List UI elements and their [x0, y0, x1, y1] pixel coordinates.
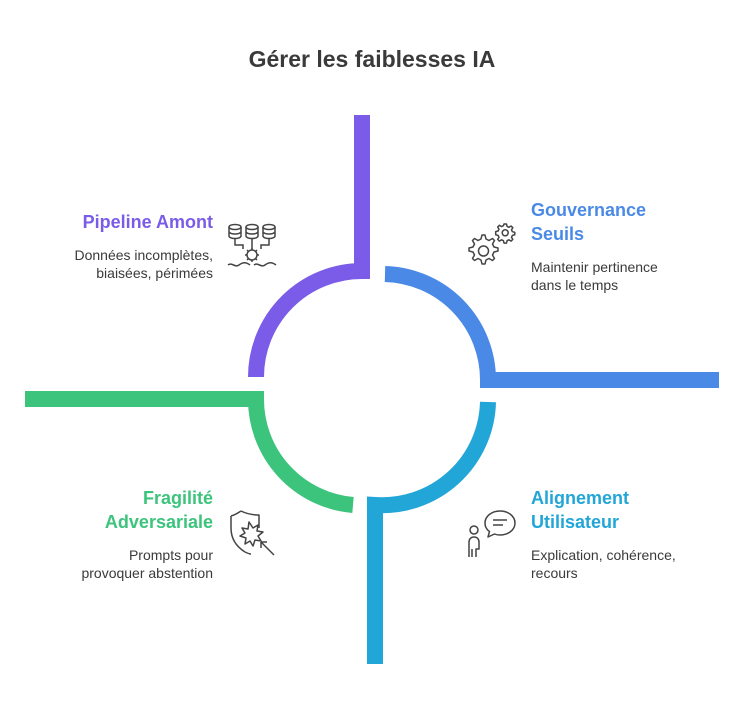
gears-icon — [468, 223, 516, 265]
database-network-icon — [227, 223, 277, 267]
desc-line: dans le temps — [531, 277, 619, 293]
quadrant-title-fragilite-adversariale: Fragilité Adversariale — [105, 486, 213, 534]
quadrant-title-pipeline-amont: Pipeline Amont — [83, 210, 213, 234]
desc-line: provoquer abstention — [81, 565, 213, 581]
quadrant-title-alignement-utilisateur: Alignement Utilisateur — [531, 486, 629, 534]
person-speech-icon — [468, 510, 516, 557]
shield-break-icon — [230, 510, 275, 556]
quadrant-desc-alignement-utilisateur: Explication, cohérence, recours — [531, 546, 676, 582]
title-line: Fragilité — [142, 488, 213, 508]
quadrant-desc-gouvernance-seuils: Maintenir pertinence dans le temps — [531, 258, 658, 294]
segment-pipeline-amont — [248, 115, 370, 378]
quadrant-desc-fragilite-adversariale: Prompts pour provoquer abstention — [81, 546, 213, 582]
title-line: Alignement — [531, 488, 630, 508]
desc-line: Explication, cohérence, — [531, 547, 676, 563]
segment-gouvernance-seuils — [384, 266, 719, 388]
title-line: Seuils — [531, 224, 585, 244]
desc-line: Prompts pour — [128, 547, 213, 563]
desc-line: biaisées, périmées — [96, 265, 213, 281]
desc-line: Maintenir pertinence — [531, 259, 658, 275]
desc-line: recours — [531, 565, 578, 581]
segment-alignement-utilisateur — [367, 401, 496, 664]
title-line: Utilisateur — [531, 512, 620, 532]
quadrant-title-gouvernance-seuils: Gouvernance Seuils — [531, 198, 646, 246]
title-line: Pipeline Amont — [82, 212, 213, 232]
title-line: Adversariale — [104, 512, 213, 532]
quadrant-desc-pipeline-amont: Données incomplètes, biaisées, périmées — [74, 246, 213, 282]
segment-fragilite-adversariale — [25, 391, 354, 513]
desc-line: Données incomplètes, — [74, 247, 213, 263]
title-line: Gouvernance — [531, 200, 647, 220]
page-title: Gérer les faiblesses IA — [248, 46, 496, 72]
